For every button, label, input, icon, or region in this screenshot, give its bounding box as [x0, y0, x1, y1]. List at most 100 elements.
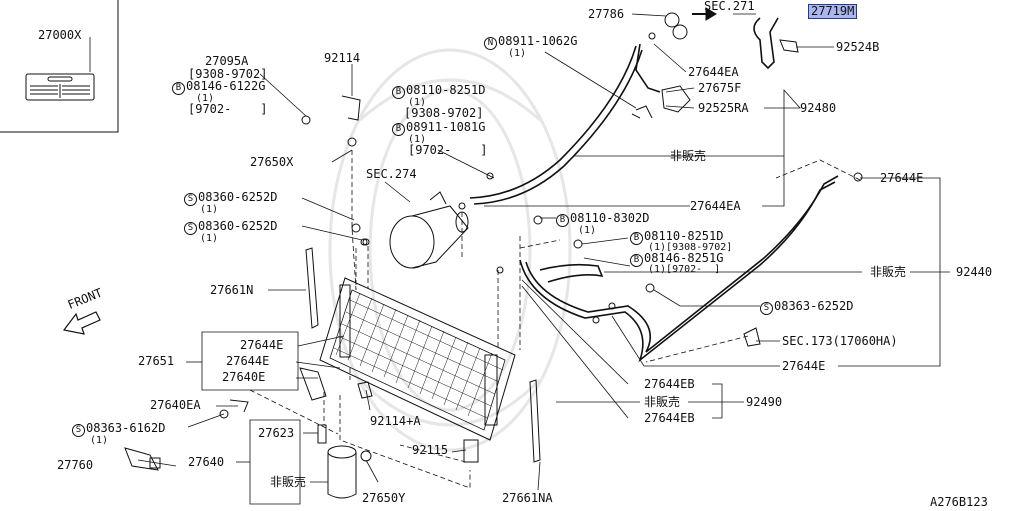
- part-08363-6162d-qty: (1): [90, 435, 109, 446]
- part-27095a-date: [9308-9702]: [188, 67, 268, 81]
- part-27644e-right-label[interactable]: 27644E: [880, 171, 924, 185]
- front-arrow-icon: [62, 311, 101, 335]
- small-fittings: [219, 12, 863, 463]
- s-prefix-icon: S: [72, 424, 85, 437]
- part-92490-label[interactable]: 92490: [746, 395, 783, 409]
- part-27675f-label[interactable]: 27675F: [698, 81, 742, 95]
- part-27651-label[interactable]: 27651: [138, 354, 175, 368]
- part-08911-1062g-number: 08911-1062G: [498, 34, 578, 48]
- part-08110-8251d-number: 08110-8251D: [406, 83, 486, 97]
- part-92114a-label[interactable]: 92114+A: [370, 414, 421, 428]
- sec274-label[interactable]: SEC.274: [366, 167, 417, 181]
- part-08360-6252d-a-number: 08360-6252D: [198, 190, 278, 204]
- part-27000x-label[interactable]: 27000X: [38, 28, 82, 42]
- part-08110-8302d-number: 08110-8302D: [570, 211, 650, 225]
- part-08146-8251g-number: 08146-8251G: [644, 251, 724, 265]
- part-08360-6252d-b-number: 08360-6252D: [198, 219, 278, 233]
- part-92524b-label[interactable]: 92524B: [836, 40, 880, 54]
- part-08911-1081g-date: [9702- ]: [408, 143, 488, 157]
- b-prefix-icon: B: [392, 123, 405, 136]
- part-08110-8251d-qty: (1): [408, 97, 427, 108]
- part-92114-label[interactable]: 92114: [324, 51, 361, 65]
- part-08911-1081g-number: 08911-1081G: [406, 120, 486, 134]
- part-27644ea-mid-label[interactable]: 27644EA: [690, 199, 741, 213]
- part-08363-6252d-number: 08363-6252D: [774, 299, 854, 313]
- diagram-id: A276B123: [930, 495, 988, 509]
- not-for-sale-label-mid: 非販売: [870, 265, 907, 279]
- part-08911-1062g-qty: (1): [508, 48, 527, 59]
- part-08146-8251g-sub: (1)[9702- ]: [648, 264, 721, 275]
- not-for-sale-label-top: 非販売: [670, 149, 707, 163]
- part-27644eb-b-label[interactable]: 27644EB: [644, 411, 695, 425]
- part-27644e-bottom-label[interactable]: 27644E: [782, 359, 826, 373]
- sec173-label[interactable]: SEC.173(17060HA): [782, 334, 898, 348]
- pressure-switch: [124, 447, 161, 471]
- part-92525ra-label[interactable]: 92525RA: [698, 101, 749, 115]
- part-27644ea-top-label[interactable]: 27644EA: [688, 65, 739, 79]
- part-27650y-label[interactable]: 27650Y: [362, 491, 406, 505]
- pipes: [469, 17, 839, 363]
- sec271-label[interactable]: SEC.271: [704, 0, 755, 13]
- part-92115-label[interactable]: 92115: [412, 443, 449, 457]
- condenser-seal-left: [305, 247, 319, 329]
- b-prefix-icon: B: [172, 82, 185, 95]
- not-for-sale-label-low: 非販売: [644, 395, 681, 409]
- part-08146-6122g-date: [9702- ]: [188, 102, 268, 116]
- receiver-drier: [317, 424, 357, 499]
- part-27640-label[interactable]: 27640: [188, 455, 225, 469]
- part-08363-6162d-number: 08363-6162D: [86, 421, 166, 435]
- part-27661n-label[interactable]: 27661N: [210, 283, 254, 297]
- part-27650x-label[interactable]: 27650X: [250, 155, 294, 169]
- part-27661na-label[interactable]: 27661NA: [502, 491, 553, 505]
- n-prefix-icon: N: [484, 37, 497, 50]
- part-27786-label[interactable]: 27786: [588, 7, 625, 21]
- part-08360-6252d-a-qty: (1): [200, 204, 219, 215]
- part-08360-6252d-b-qty: (1): [200, 233, 219, 244]
- part-27719m-label-highlighted[interactable]: 27719M: [808, 4, 858, 19]
- part-27640ea-label[interactable]: 27640EA: [150, 398, 201, 412]
- part-27623-label[interactable]: 27623: [258, 426, 295, 440]
- part-27644e-b-label[interactable]: 27644E: [226, 354, 270, 368]
- part-08110-8251d-date: [9308-9702]: [404, 106, 484, 120]
- b-prefix-icon: B: [630, 254, 643, 267]
- part-08146-6122g-number: 08146-6122G: [186, 79, 266, 93]
- inset-box-frame: [0, 0, 119, 133]
- condenser-core: [319, 277, 516, 441]
- part-27760-label[interactable]: 27760: [57, 458, 94, 472]
- part-92480-label[interactable]: 92480: [800, 101, 837, 115]
- s-prefix-icon: S: [760, 302, 773, 315]
- b-prefix-icon: B: [392, 86, 405, 99]
- part-08911-1081g-qty: (1): [408, 134, 427, 145]
- part-08110-8251d-b-sub: (1)[9308-9702]: [648, 242, 733, 253]
- b-prefix-icon: B: [630, 232, 643, 245]
- part-08146-6122g-qty: (1): [196, 93, 215, 104]
- part-27095a-label[interactable]: 27095A: [205, 54, 249, 68]
- compressor: [362, 191, 469, 269]
- condenser-seal-right: [529, 379, 541, 463]
- watermark-emblem: [328, 48, 572, 452]
- part-27644e-a-label[interactable]: 27644E: [240, 338, 284, 352]
- not-for-sale-label-bottom: 非販売: [270, 475, 307, 489]
- guide-lines: [249, 150, 861, 489]
- b-prefix-icon: B: [556, 214, 569, 227]
- part-92440-label[interactable]: 92440: [956, 265, 993, 279]
- part-08110-8302d-qty: (1): [578, 225, 597, 236]
- part-27640e-label[interactable]: 27640E: [222, 370, 266, 384]
- leader-lines: [89, 13, 950, 505]
- sec271-arrow-icon: [692, 7, 717, 21]
- part-27644eb-a-label[interactable]: 27644EB: [644, 377, 695, 391]
- s-prefix-icon: S: [184, 222, 197, 235]
- part-08110-8251d-b-number: 08110-8251D: [644, 229, 724, 243]
